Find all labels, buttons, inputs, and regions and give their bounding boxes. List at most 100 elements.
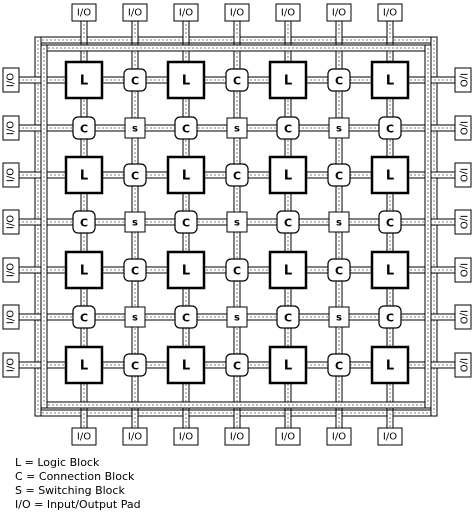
switch-block-label: s xyxy=(336,313,342,324)
io-pad-left xyxy=(2,162,20,188)
io-pad-top-label: I/O xyxy=(230,8,244,19)
io-pad-bottom-label: I/O xyxy=(281,432,295,443)
connection-block xyxy=(225,163,249,187)
io-pad-bottom-label: I/O xyxy=(230,432,244,443)
logic-block xyxy=(370,250,410,290)
logic-block-label: L xyxy=(80,169,88,184)
switch-block xyxy=(124,117,146,139)
logic-block xyxy=(64,60,104,100)
io-pad-right-label: I/O xyxy=(458,358,469,372)
logic-block xyxy=(166,155,206,195)
io-pad-right-label: I/O xyxy=(458,121,469,135)
connection-block-label: C xyxy=(284,123,292,136)
connection-block xyxy=(378,305,402,329)
connection-block-label: C xyxy=(233,360,241,373)
switch-block xyxy=(328,306,350,328)
io-pad-right xyxy=(454,162,472,188)
io-pad-bottom xyxy=(275,427,301,446)
connection-block-label: C xyxy=(131,75,139,88)
io-pad-bottom-label: I/O xyxy=(332,432,346,443)
io-pad-left xyxy=(2,209,20,235)
connection-block-label: C xyxy=(80,217,88,230)
connection-block xyxy=(327,258,351,282)
io-pad-bottom xyxy=(224,427,250,446)
connection-block-label: C xyxy=(233,170,241,183)
connection-block-label: C xyxy=(386,123,394,136)
io-pad-left-label: I/O xyxy=(6,73,17,87)
io-pad-right xyxy=(454,67,472,93)
io-pad-top-label: I/O xyxy=(383,8,397,19)
io-pad-bottom-label: I/O xyxy=(77,432,91,443)
connection-block xyxy=(225,68,249,92)
io-pad-left xyxy=(2,257,20,283)
connection-block xyxy=(123,68,147,92)
io-pad-right xyxy=(454,352,472,378)
logic-block-label: L xyxy=(386,359,394,374)
logic-block xyxy=(370,155,410,195)
connection-block-label: C xyxy=(386,312,394,325)
io-pad-bottom xyxy=(377,427,403,446)
switch-block xyxy=(328,117,350,139)
connection-block-label: C xyxy=(80,312,88,325)
io-pad-left xyxy=(2,352,20,378)
io-pad-top xyxy=(326,3,352,22)
logic-block xyxy=(64,250,104,290)
connection-block-label: C xyxy=(386,217,394,230)
io-pad-left-label: I/O xyxy=(6,215,17,229)
connection-block-label: C xyxy=(80,123,88,136)
io-pad-left xyxy=(2,304,20,330)
io-pad-right xyxy=(454,209,472,235)
connection-block xyxy=(378,210,402,234)
io-pad-right xyxy=(454,304,472,330)
connection-block-label: C xyxy=(182,123,190,136)
switch-block-label: s xyxy=(234,218,240,229)
connection-block-label: C xyxy=(335,75,343,88)
connection-block xyxy=(123,163,147,187)
logic-block-label: L xyxy=(80,74,88,89)
logic-block xyxy=(370,345,410,385)
connection-block-label: C xyxy=(284,217,292,230)
io-pad-left xyxy=(2,67,20,93)
io-pad-top xyxy=(122,3,148,22)
io-pad-top-label: I/O xyxy=(332,8,346,19)
logic-block xyxy=(268,250,308,290)
logic-block-label: L xyxy=(386,74,394,89)
legend-item-connection: C = Connection Block xyxy=(15,470,135,483)
connection-block-label: C xyxy=(131,265,139,278)
switch-block-label: s xyxy=(336,218,342,229)
legend-item-switch: S = Switching Block xyxy=(15,484,125,497)
connection-block xyxy=(174,116,198,140)
logic-block xyxy=(64,345,104,385)
io-pad-right-label: I/O xyxy=(458,73,469,87)
switch-block-label: s xyxy=(336,124,342,135)
connection-block xyxy=(378,116,402,140)
io-pad-top xyxy=(173,3,199,22)
switch-block xyxy=(328,211,350,233)
connection-block xyxy=(174,210,198,234)
io-pad-top-label: I/O xyxy=(128,8,142,19)
io-pad-left-label: I/O xyxy=(6,168,17,182)
connection-block-label: C xyxy=(335,265,343,278)
logic-block-label: L xyxy=(182,74,190,89)
logic-block-label: L xyxy=(80,264,88,279)
connection-block xyxy=(123,353,147,377)
logic-block xyxy=(268,155,308,195)
connection-block xyxy=(276,210,300,234)
legend-item-io: I/O = Input/Output Pad xyxy=(15,498,141,511)
connection-block xyxy=(123,258,147,282)
io-pad-left xyxy=(2,115,20,141)
io-pad-top xyxy=(224,3,250,22)
io-pad-bottom xyxy=(326,427,352,446)
io-pad-top-label: I/O xyxy=(77,8,91,19)
switch-block-label: s xyxy=(132,313,138,324)
logic-block-label: L xyxy=(284,74,292,89)
io-pad-bottom-label: I/O xyxy=(179,432,193,443)
logic-block-label: L xyxy=(80,359,88,374)
connection-block xyxy=(72,305,96,329)
legend: L = Logic Block C = Connection Block S =… xyxy=(15,456,141,512)
io-pad-top xyxy=(71,3,97,22)
io-pad-left-label: I/O xyxy=(6,121,17,135)
switch-block xyxy=(226,211,248,233)
